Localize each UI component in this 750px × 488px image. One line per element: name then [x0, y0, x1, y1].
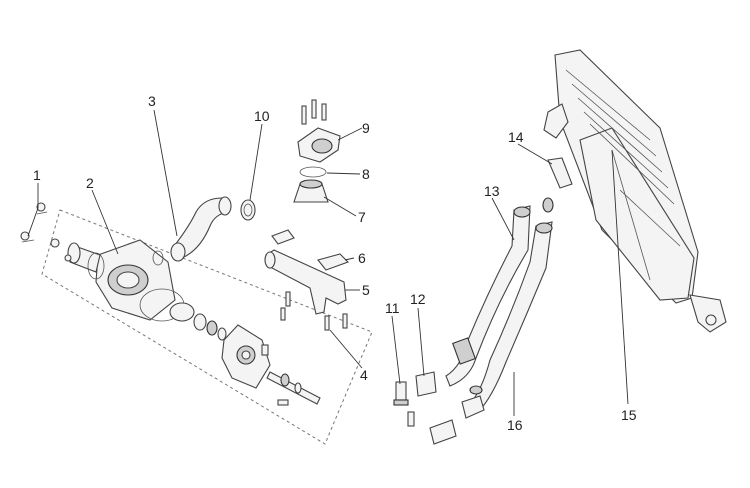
clip-and-screws — [20, 202, 48, 243]
hose-clamps — [393, 371, 457, 445]
callout-9: 9 — [362, 120, 370, 136]
pump-group-frame — [41, 209, 373, 445]
callout-12: 12 — [410, 291, 426, 307]
callout-13: 13 — [484, 183, 500, 199]
mounting-bolts — [280, 291, 348, 331]
callout-11: 11 — [385, 300, 400, 316]
coolant-hose — [152, 196, 232, 266]
radiator-hose-upper — [445, 205, 531, 387]
callout-6: 6 — [358, 250, 366, 266]
callout-15: 15 — [621, 407, 637, 423]
radiator — [543, 49, 727, 333]
coolant-manifold — [264, 249, 347, 315]
water-pump-assembly — [41, 209, 373, 445]
gasket — [271, 229, 349, 271]
thermostat-group — [293, 99, 341, 203]
callout-10: 10 — [254, 108, 270, 124]
callout-2: 2 — [86, 175, 94, 191]
radiator-hose-lower — [461, 221, 553, 419]
callout-8: 8 — [362, 166, 370, 182]
callout-1: 1 — [33, 167, 41, 183]
callout-16: 16 — [507, 417, 523, 433]
callout-4: 4 — [360, 367, 368, 383]
callout-3: 3 — [148, 93, 156, 109]
callout-labels: 1 2 3 4 5 6 7 8 9 10 11 12 13 14 15 16 — [33, 93, 637, 433]
radiator-fitting — [542, 157, 573, 213]
callout-14: 14 — [508, 129, 524, 145]
callout-5: 5 — [362, 282, 370, 298]
leader-lines — [27, 109, 629, 416]
callout-7: 7 — [358, 209, 366, 225]
hose-clamp — [240, 199, 256, 221]
